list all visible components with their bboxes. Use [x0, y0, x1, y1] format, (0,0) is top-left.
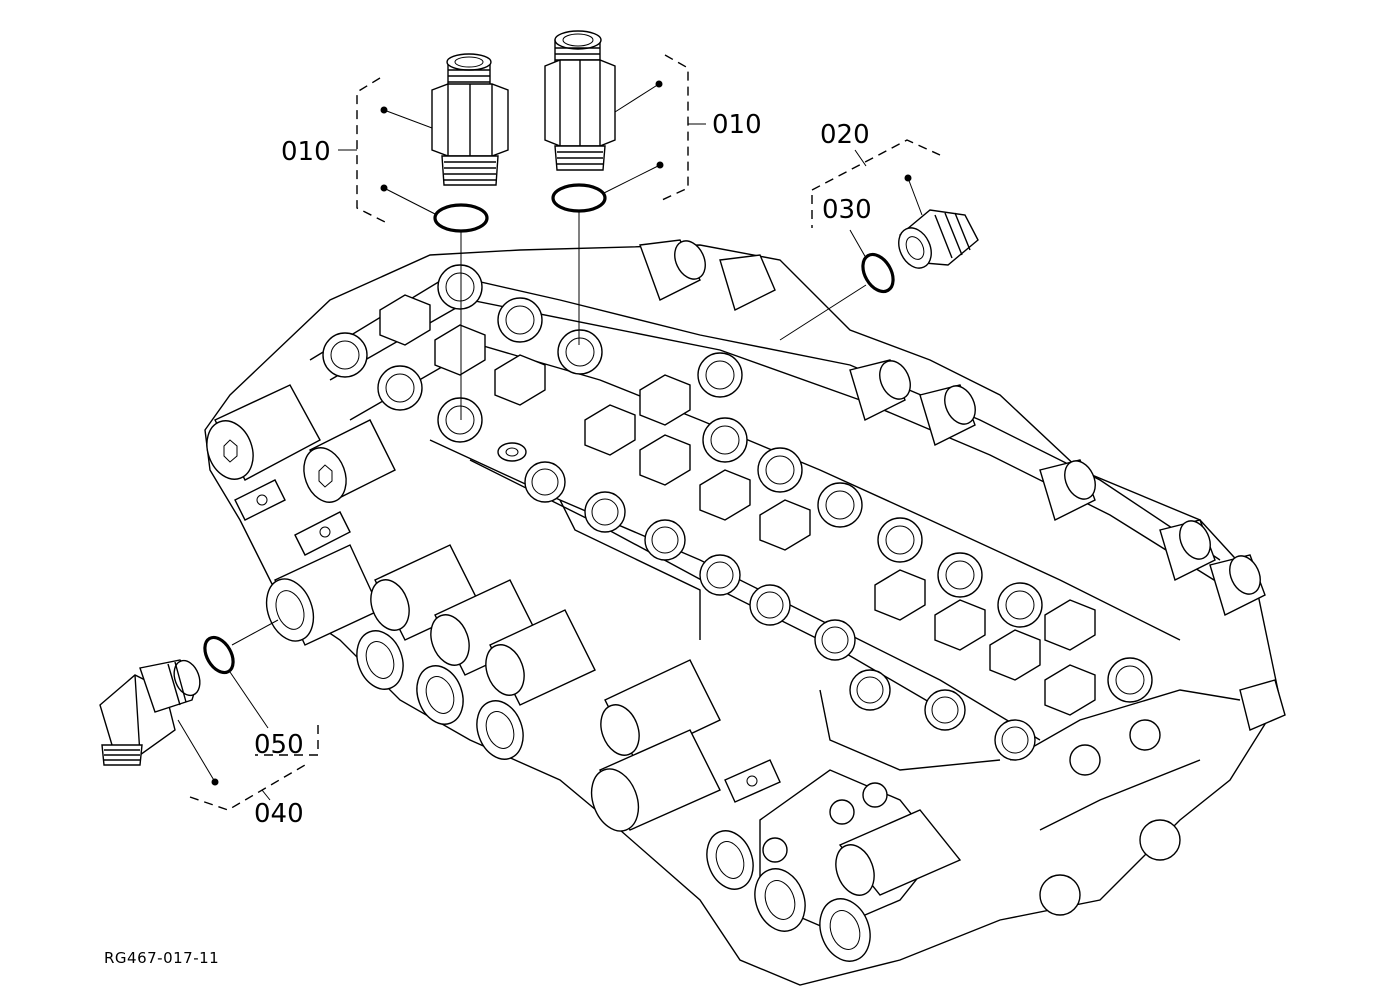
o-ring-left	[433, 203, 489, 233]
elbow-fitting-040	[99, 619, 279, 766]
spool-clevises	[234, 479, 781, 803]
o-ring-030	[861, 252, 895, 294]
spool-rear-ends	[639, 239, 1286, 731]
callout-010-left: 010	[281, 137, 331, 167]
drawing-reference-code: RG467-017-11	[104, 949, 219, 967]
plug-020	[779, 209, 979, 341]
callout-020: 020	[820, 120, 870, 150]
callout-010-right: 010	[712, 110, 762, 140]
body-plugs	[379, 294, 1181, 916]
callout-050: 050	[254, 730, 304, 760]
callout-030: 030	[822, 195, 872, 225]
o-ring-right	[551, 183, 607, 213]
relief-valve-010-right	[544, 30, 616, 345]
valve-ports	[322, 264, 1153, 863]
control-valve-assembly	[204, 239, 1286, 986]
callout-040: 040	[254, 799, 304, 829]
spool-ends	[206, 384, 962, 962]
callout-leaders	[177, 54, 941, 811]
relief-valve-010-left	[431, 53, 509, 420]
o-ring-050	[203, 635, 235, 675]
